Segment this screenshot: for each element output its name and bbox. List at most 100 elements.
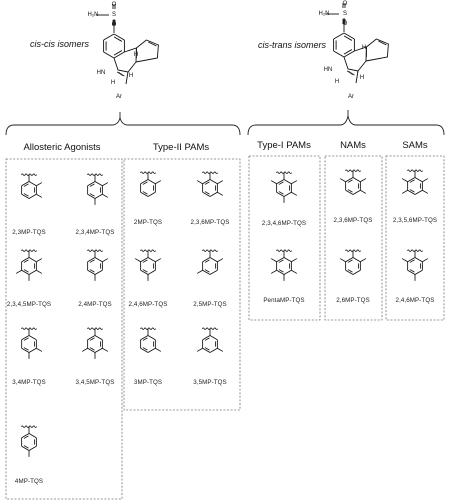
ring-double-bond	[204, 259, 210, 263]
ring-bond	[140, 347, 149, 353]
wavy-attachment-mark	[275, 249, 293, 252]
methyl-bond	[270, 180, 277, 185]
header-type1-pams: Type-I PAMs	[257, 140, 311, 151]
methyl-bond	[102, 193, 109, 198]
ring-double-bond	[409, 259, 415, 263]
ring-bond	[147, 347, 156, 353]
aryl-ring	[196, 249, 224, 275]
aryl-ring	[20, 425, 38, 457]
methyl-bond	[401, 258, 408, 263]
compound-label: 2,3,6MP-TQS	[190, 219, 230, 226]
ring-bond	[140, 179, 149, 185]
ring-double-bond	[23, 193, 29, 197]
ring-bond	[147, 257, 156, 263]
right-ar-label: Ar	[348, 94, 354, 100]
ring-double-bond	[23, 435, 29, 439]
methyl-bond	[422, 258, 429, 263]
box-allosteric-agonists	[5, 158, 123, 500]
ring-bond	[209, 347, 218, 353]
ring-bond	[28, 445, 37, 451]
methyl-bond	[291, 180, 298, 185]
methyl-bond	[217, 180, 224, 185]
methyl-bond	[217, 191, 224, 196]
ring-bond	[94, 269, 103, 275]
ring-double-bond	[204, 269, 210, 273]
methyl-bond	[102, 182, 109, 187]
ring-bond	[94, 181, 103, 187]
compound-label: 3,4MP-TQS	[12, 379, 46, 386]
ring-bond	[28, 257, 37, 263]
ring-bond	[94, 257, 103, 263]
methyl-bond	[422, 189, 429, 194]
scaffold-ring-bond	[113, 51, 125, 59]
methyl-bond	[36, 347, 43, 352]
left-ar-label: Ar	[116, 94, 122, 100]
ring-bond	[407, 269, 416, 275]
methyl-bond	[155, 258, 162, 263]
ring-bond	[414, 257, 423, 263]
ring-bond	[407, 189, 416, 195]
wavy-attachment-mark	[406, 169, 424, 172]
wavy-attachment-mark	[344, 169, 362, 172]
left-nh-label: HN	[96, 70, 106, 76]
ring-bond	[407, 177, 416, 183]
ring-bond	[276, 191, 285, 197]
ring-bond	[276, 257, 285, 263]
methyl-bond	[81, 347, 88, 352]
stereo-hash	[348, 71, 352, 74]
ring-bond	[414, 269, 423, 275]
ring-double-bond	[142, 337, 148, 341]
stereo-hash	[346, 70, 351, 73]
ring-bond	[202, 335, 211, 341]
ring-bond	[414, 189, 423, 195]
ring-bond	[352, 189, 361, 195]
compound-label: 2,3,4,5MP-TQS	[6, 301, 52, 308]
ring-double-bond	[204, 337, 210, 341]
compound-label: 3,4,5MP-TQS	[75, 379, 115, 386]
cyclopentene-ring	[365, 38, 389, 62]
scaffold-ring-double-bond	[343, 49, 353, 55]
ring-bond	[209, 269, 218, 275]
aryl-ring	[339, 169, 367, 195]
ring-double-bond	[409, 189, 415, 193]
ring-bond	[202, 347, 211, 353]
methyl-bond	[155, 180, 162, 185]
ring-bond	[94, 347, 103, 353]
wavy-attachment-mark	[406, 249, 424, 252]
wavy-attachment-mark	[20, 173, 38, 176]
ring-double-bond	[89, 269, 95, 273]
ring-bond	[202, 179, 211, 185]
ring-double-bond	[409, 179, 415, 183]
group-boxes	[5, 155, 445, 500]
aryl-ring	[401, 169, 429, 195]
ring-double-bond	[278, 191, 284, 195]
stereo-hash	[118, 72, 122, 75]
ring-bond	[352, 177, 361, 183]
aryl-ring	[139, 171, 162, 197]
ring-bond	[87, 335, 96, 341]
ring-double-bond	[347, 269, 353, 273]
aryl-ring	[81, 327, 109, 359]
ring-bond	[147, 191, 156, 197]
ring-bond	[147, 269, 156, 275]
compound-label: 2,3MP-TQS	[12, 229, 46, 236]
wavy-attachment-mark	[201, 327, 219, 330]
scaffold-ring-bond	[333, 50, 345, 58]
right-oxygen-bottom-label: O	[342, 21, 348, 27]
wavy-attachment-mark	[20, 327, 38, 330]
methyl-bond	[134, 258, 141, 263]
left-brace	[5, 116, 241, 136]
scaffold-ring-bond	[343, 50, 355, 58]
scaffold-ring-bond	[113, 33, 125, 41]
left-h-label-2: H	[128, 73, 134, 79]
ring-double-bond	[278, 181, 284, 185]
methyl-bond	[270, 269, 277, 274]
right-h-label-3: H	[361, 45, 367, 51]
ring-double-bond	[23, 183, 29, 187]
methyl-bond	[360, 189, 367, 194]
ring-double-bond	[204, 181, 210, 185]
ring-double-bond	[89, 259, 95, 263]
ring-bond	[21, 347, 30, 353]
ring-bond	[87, 347, 96, 353]
wavy-attachment-mark	[201, 171, 219, 174]
